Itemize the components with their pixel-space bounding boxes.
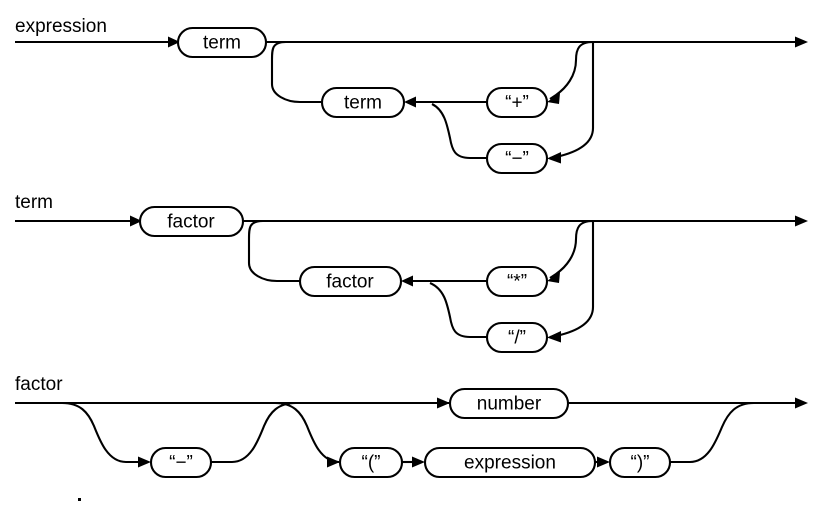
return-rail-top-expression: [549, 40, 594, 100]
ink-speck: [78, 498, 81, 501]
node-label: “−”: [169, 453, 193, 474]
node-label: term: [203, 33, 241, 54]
arrow-into-minus: [547, 152, 561, 164]
node-label: “(”: [362, 453, 381, 474]
arrow-exit-factor: [795, 397, 808, 409]
node-label: “/”: [508, 328, 526, 349]
node-factor-main: factor: [138, 205, 245, 238]
node-op-times: “*”: [485, 265, 549, 298]
node-label: “−”: [505, 149, 529, 170]
arrow-into-term-main: [168, 36, 180, 48]
minus-riser-expression: [431, 103, 487, 160]
node-label: factor: [167, 212, 215, 233]
node-number: number: [448, 387, 570, 420]
node-label: “+”: [505, 93, 529, 114]
node-term-loop: term: [320, 86, 406, 119]
rparen-rejoin-line: [670, 401, 755, 464]
arrow-exit-expression: [795, 36, 808, 48]
node-box: [298, 265, 403, 298]
node-label: factor: [326, 272, 374, 293]
arrow-into-term-loop: [404, 96, 416, 108]
node-label: expression: [464, 453, 556, 474]
node-rparen: “)”: [608, 446, 672, 479]
arrow-into-divide: [547, 331, 561, 343]
node-term-main: term: [176, 26, 268, 59]
arrow-exit-term: [795, 215, 808, 227]
node-label: “*”: [507, 272, 527, 293]
rule-label-factor: factor: [15, 374, 63, 395]
arrow-into-factor-main: [130, 215, 142, 227]
loop-left-term: [247, 219, 300, 283]
arrow-into-lparen: [327, 456, 340, 468]
loop-left-expression: [270, 40, 322, 104]
arrow-into-rparen: [597, 456, 610, 468]
diagram-expression: expression term term “+”: [15, 16, 808, 175]
node-op-minus: “−”: [485, 142, 549, 175]
arrow-into-plus: [547, 93, 560, 104]
arrow-into-expression: [412, 456, 425, 468]
node-label: “)”: [631, 453, 650, 474]
node-lparen: “(”: [338, 446, 404, 479]
arrow-into-times: [547, 272, 560, 283]
arrow-into-factor-loop: [401, 275, 413, 287]
node-neg: “−”: [149, 446, 213, 479]
arrow-into-number: [437, 397, 450, 409]
node-expression-ref: expression: [423, 446, 597, 479]
diagram-term: term factor factor “*” “/”: [15, 192, 808, 354]
arrow-into-neg: [138, 456, 151, 468]
node-box: [448, 387, 570, 420]
node-op-plus: “+”: [485, 86, 549, 119]
paren-branch-down: [274, 401, 340, 464]
neg-branch-down: [61, 401, 138, 464]
divide-riser-term: [429, 282, 487, 339]
rule-label-term: term: [15, 192, 53, 213]
rule-label-expression: expression: [15, 16, 107, 37]
node-box: [485, 86, 549, 119]
node-factor-loop: factor: [298, 265, 403, 298]
node-op-divide: “/”: [485, 321, 549, 354]
node-box: [485, 265, 549, 298]
neg-branch-up: [211, 401, 297, 464]
return-rail-top-term: [549, 219, 594, 279]
diagram-factor: factor “−” number “(” expression: [15, 374, 808, 479]
node-label: number: [477, 394, 542, 415]
node-label: term: [344, 93, 382, 114]
node-box: [320, 86, 406, 119]
